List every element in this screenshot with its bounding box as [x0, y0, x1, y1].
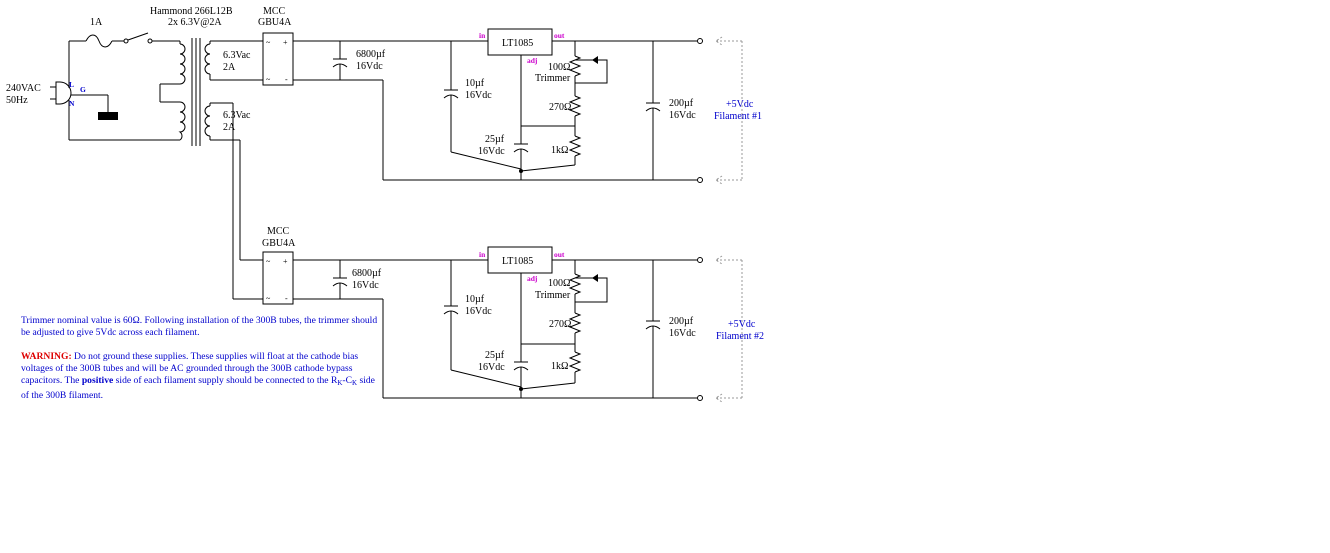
- bulk-capacitor-2-voltage: 16Vdc: [352, 280, 379, 291]
- pin-l-label: L: [69, 80, 74, 89]
- rectifier-2-model-label: GBU4A: [262, 238, 296, 249]
- trimmer-1-label: Trimmer: [535, 73, 571, 84]
- warning-note: WARNING: Do not ground these supplies. T…: [21, 351, 381, 402]
- output-1-positive-terminal-icon: [697, 38, 703, 44]
- secondary-2-voltage-label: 6.3Vac: [223, 110, 251, 121]
- output-capacitor-1-voltage: 16Vdc: [669, 110, 696, 121]
- transformer: Hammond 266L12B 2x 6.3V@2A 6.3Vac 2A 6.3…: [150, 6, 263, 300]
- secondary-2-current-label: 2A: [223, 122, 236, 133]
- output-2-positive-terminal-icon: [697, 257, 703, 263]
- switch-icon: [123, 38, 129, 44]
- rectifier-2-ac-in-label: ~: [266, 257, 271, 266]
- secondary-winding-1-icon: [204, 43, 211, 75]
- trimmer-note: Trimmer nominal value is 60Ω. Following …: [21, 315, 378, 339]
- fuse-icon: [85, 34, 113, 48]
- trimmer-1-value: 100Ω: [548, 62, 570, 73]
- regulator-2-label: LT1085: [502, 256, 533, 267]
- pin-g-label: G: [80, 85, 86, 94]
- trimmer-2-label: Trimmer: [535, 290, 571, 301]
- primary-winding-2-icon: [178, 101, 186, 141]
- input-capacitor-2-voltage: 16Vdc: [465, 306, 492, 317]
- primary-winding-1-icon: [179, 43, 186, 85]
- warning-text-1: Do not ground these supplies. These supp…: [21, 351, 359, 387]
- adjust-capacitor-2-voltage: 16Vdc: [478, 362, 505, 373]
- resistor-270-2-value: 270Ω: [549, 319, 571, 330]
- mains-voltage-label: 240VAC: [6, 83, 41, 94]
- mains-frequency-label: 50Hz: [6, 95, 28, 106]
- warning-positive: positive: [81, 375, 114, 387]
- secondary-1-current-label: 2A: [223, 62, 236, 73]
- supply-channel-2: MCC GBU4A ~ + ~ - 6800µf 16Vdc 10µf 16Vd…: [262, 226, 764, 403]
- secondary-1-voltage-label: 6.3Vac: [223, 50, 251, 61]
- rectifier-1-model-label: GBU4A: [258, 17, 292, 28]
- resistor-1k-1-value: 1kΩ: [551, 145, 568, 156]
- adjust-capacitor-1-voltage: 16Vdc: [478, 146, 505, 157]
- rectifier-1-ac-in-label: ~: [266, 38, 271, 47]
- supply-channel-1: MCC GBU4A ~ + ~ - 6800µf 16Vdc 10µf 16Vd…: [258, 6, 762, 185]
- regulator-2-in-pin: in: [479, 250, 486, 259]
- warning-sub-k1: K: [337, 379, 343, 388]
- bulk-capacitor-1-voltage: 16Vdc: [356, 61, 383, 72]
- fuse-label: 1A: [90, 17, 103, 28]
- output-1-filament-label: Filament #1: [714, 111, 762, 122]
- regulator-1-out-pin: out: [554, 31, 565, 40]
- chassis-ground-icon: [98, 112, 118, 120]
- output-capacitor-2-value: 200µf: [669, 316, 694, 327]
- regulator-1-adj-pin: adj: [527, 56, 538, 65]
- warning-text-3: side of the 300B filament.: [21, 375, 375, 401]
- mains-input: 240VAC 50Hz L G N 1A: [6, 17, 180, 141]
- rectifier-1-ac-out-label: ~: [266, 75, 271, 84]
- rectifier-1-brand-label: MCC: [263, 6, 286, 17]
- secondary-winding-2-icon: [204, 105, 211, 137]
- output-capacitor-1-value: 200µf: [669, 98, 694, 109]
- output-capacitor-2-voltage: 16Vdc: [669, 328, 696, 339]
- input-capacitor-2-value: 10µf: [465, 294, 485, 305]
- warning-dash: -C: [342, 375, 352, 387]
- bulk-capacitor-2-value: 6800µf: [352, 268, 382, 279]
- bridge-rectifier-1: [262, 32, 294, 86]
- transformer-model-label: Hammond 266L12B: [150, 6, 233, 17]
- input-capacitor-1-voltage: 16Vdc: [465, 90, 492, 101]
- warning-sub-k2: K: [352, 379, 358, 388]
- resistor-270-2-icon: [568, 312, 582, 334]
- rectifier-2-ac-out-label: ~: [266, 294, 271, 303]
- regulator-1-in-pin: in: [479, 31, 486, 40]
- output-2-filament-label: Filament #2: [716, 331, 764, 342]
- rectifier-1-minus-label: -: [285, 75, 288, 84]
- trimmer-2-value: 100Ω: [548, 278, 570, 289]
- regulator-2-adj-pin: adj: [527, 274, 538, 283]
- mains-plug-icon: [55, 81, 72, 105]
- output-2-voltage-label: +5Vdc: [728, 319, 756, 330]
- output-1-voltage-label: +5Vdc: [726, 99, 754, 110]
- resistor-270-1-value: 270Ω: [549, 102, 571, 113]
- resistor-1k-2-value: 1kΩ: [551, 361, 568, 372]
- warning-text-2: side of each filament supply should be c…: [113, 375, 338, 387]
- input-capacitor-1-value: 10µf: [465, 78, 485, 89]
- regulator-1-label: LT1085: [502, 38, 533, 49]
- regulator-1: [487, 28, 553, 56]
- warning-label: WARNING:: [21, 351, 72, 362]
- transformer-rating-label: 2x 6.3V@2A: [168, 17, 222, 28]
- adjust-capacitor-1-value: 25µf: [485, 134, 505, 145]
- trimmer-1-icon: [568, 55, 582, 77]
- output-2-negative-terminal-icon: [697, 395, 703, 401]
- bridge-rectifier-2: [262, 251, 294, 305]
- pin-n-label: N: [69, 99, 75, 108]
- rectifier-1-plus-label: +: [283, 38, 288, 47]
- rectifier-2-brand-label: MCC: [267, 226, 290, 237]
- rectifier-2-plus-label: +: [283, 257, 288, 266]
- rectifier-2-minus-label: -: [285, 294, 288, 303]
- adjust-capacitor-2-value: 25µf: [485, 350, 505, 361]
- trimmer-2-icon: [568, 273, 582, 295]
- bulk-capacitor-1-value: 6800µf: [356, 49, 386, 60]
- output-1-negative-terminal-icon: [697, 177, 703, 183]
- regulator-2-out-pin: out: [554, 250, 565, 259]
- resistor-1k-1-icon: [568, 135, 582, 157]
- resistor-270-1-icon: [568, 95, 582, 117]
- resistor-1k-2-icon: [568, 351, 582, 373]
